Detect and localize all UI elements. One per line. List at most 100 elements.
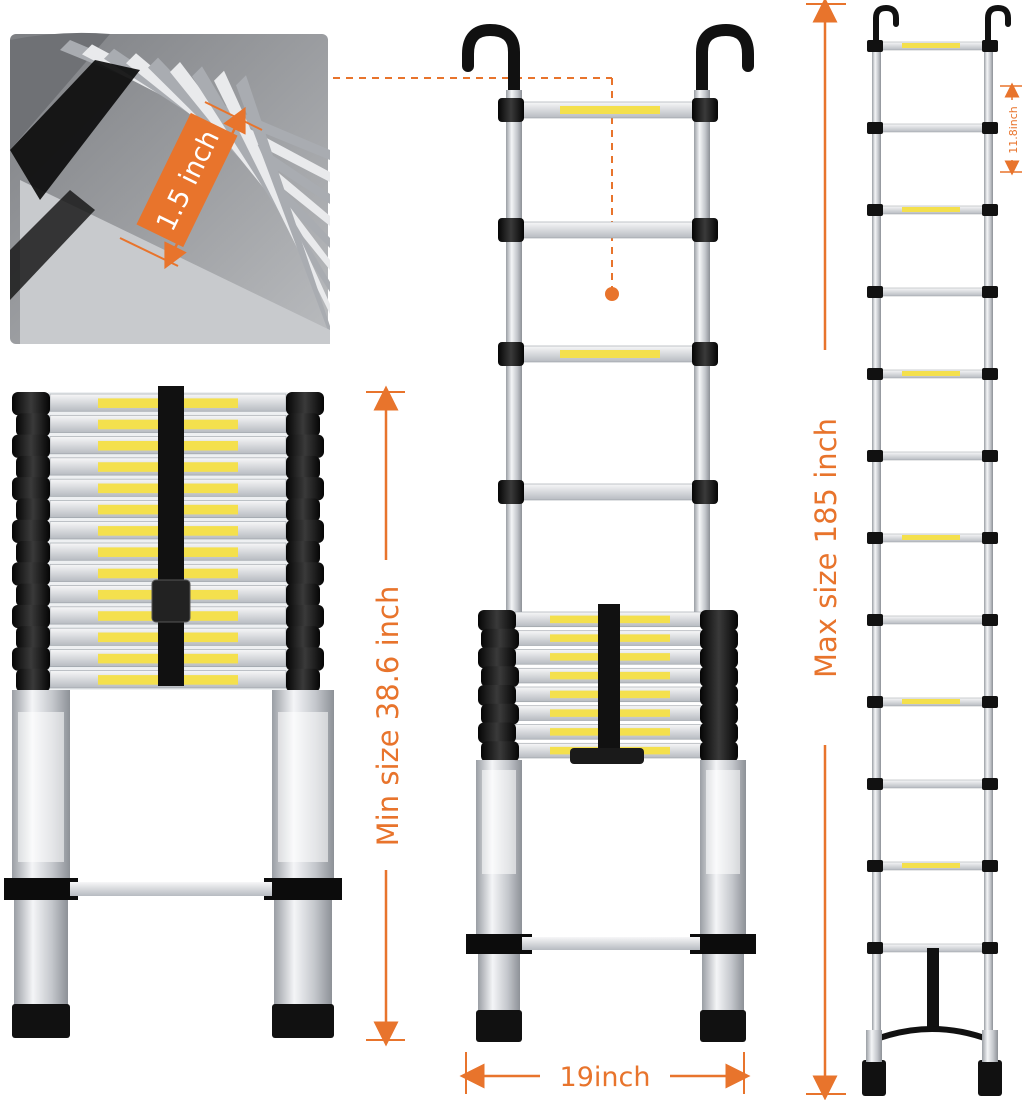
foot-cap [862,1060,886,1096]
warning-label [902,863,960,868]
left-cuff [12,392,50,416]
warning-label [560,106,660,114]
stack-cuff [700,628,738,650]
rung-cuff [982,696,998,708]
leg-lower [478,954,520,1014]
rung-cuff [867,204,883,216]
rung-cuff [867,942,883,954]
rung-cuff [982,860,998,872]
rung-cuff [692,480,718,504]
rung-cuff [498,342,524,366]
collapsed-ladder [4,386,342,1038]
rung-cuff [498,480,524,504]
rung-cuff [867,532,883,544]
warning-label [902,207,960,212]
right-cuff [286,434,324,458]
rung-cuff [982,942,998,954]
right-cuff [286,668,320,692]
width-dimension: 19inch [459,1052,751,1094]
ladder-hook-icon [696,23,754,102]
strap [598,604,620,754]
leg-sticker [18,712,64,862]
left-cuff [16,498,50,522]
foot-cap [12,1004,70,1038]
rung-cuff [867,368,883,380]
strap [927,948,939,1032]
stack-cuff [481,666,519,687]
foot-cap [476,1010,522,1042]
rung-cuff [982,614,998,626]
left-cuff [16,413,50,437]
stack-cuff [700,741,738,762]
stack-cuff [481,741,519,762]
left-cuff [16,583,50,607]
full-rung [875,123,989,133]
rung-cuff [867,778,883,790]
extended-rung [513,221,703,239]
bottom-rung [522,937,700,950]
rung-cuff [498,218,524,242]
leg-lower [866,1030,882,1062]
leg-lower [982,1030,998,1062]
left-cuff [12,562,50,586]
leg-sticker [706,770,740,874]
min-size-dimension: Min size 38.6 inch [366,385,405,1047]
full-rung [875,615,989,625]
rung-spacing-dimension: 11.8inch [1000,82,1023,176]
right-cuff [286,477,324,501]
right-cuff [286,455,320,480]
warning-label [902,535,960,540]
warning-label [902,371,960,376]
leg-sticker [278,712,328,862]
ladder-hook-icon [873,4,899,45]
stack-cuff [478,610,516,631]
left-cuff [12,519,50,543]
right-cuff [286,604,324,629]
ladder-hook-icon [985,4,1011,45]
stack-cuff [478,647,516,669]
callout-leader [333,77,619,301]
stack-cuff [478,722,516,744]
left-cuff [12,434,50,458]
leg-lower [702,954,744,1014]
right-cuff [286,392,324,416]
rung-cuff [982,368,998,380]
full-rung [875,779,989,789]
bottom-stabilizer [872,1026,992,1043]
stack-cuff [481,703,519,725]
left-cuff [16,668,50,692]
stack-cuff [700,666,738,687]
stack-cuff [700,610,738,631]
stack-cuff [478,685,516,706]
stack-cuff [481,628,519,650]
strap-buckle [151,579,191,623]
warning-label [560,350,660,358]
stack-cuff [700,703,738,725]
rung-cuff [982,122,998,134]
stack-cuff [700,722,738,744]
rung-cuff [692,342,718,366]
max-size-dimension: Max size 185 inch [806,0,846,1100]
leg-clamp [4,878,78,900]
rung-cuff [982,286,998,298]
rung-cuff [498,98,524,122]
strap [158,386,184,686]
rung-cuff [867,860,883,872]
right-cuff [286,562,324,586]
right-cuff [286,498,320,522]
rung-cuff [982,532,998,544]
full-rung [875,287,989,297]
tread-groove [236,75,330,336]
min-size-label: Min size 38.6 inch [371,586,405,847]
ladder-hook-icon [462,23,520,102]
rung-cuff [867,40,883,52]
foot-cap [978,1060,1002,1096]
rung-closeup-inset: 1.5 inch [10,32,330,344]
leg-lower [274,900,332,1010]
right-cuff [286,519,324,543]
right-cuff [286,541,320,565]
rung-cuff [867,696,883,708]
right-cuff [286,626,320,650]
stack-cuff [700,647,738,669]
